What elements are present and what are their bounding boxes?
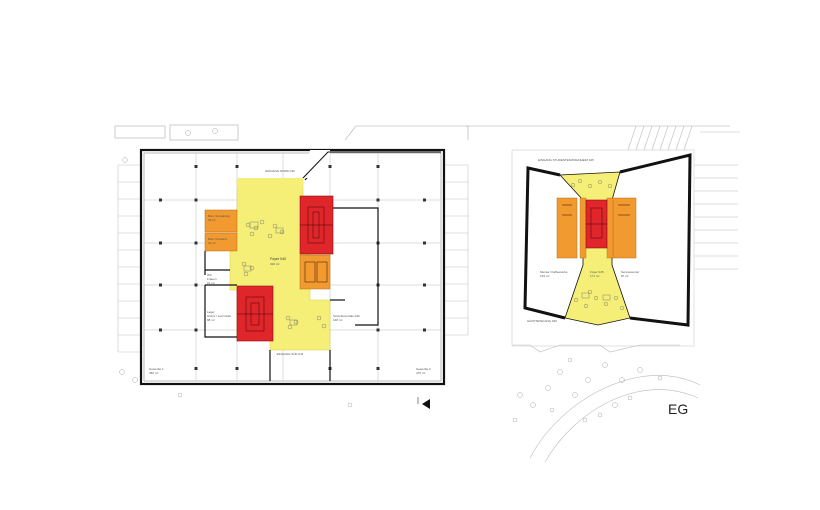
left-office1-area: 39 m²	[208, 218, 216, 222]
right-room-left-name: Mensa / Kaffeestube	[540, 270, 568, 274]
right-room-right	[612, 197, 637, 259]
left-small-room-sub: Frauen	[207, 277, 217, 281]
left-small-room-name: WC	[207, 273, 213, 277]
left-hall1-name: Gewerbe 1	[149, 367, 164, 371]
right-foyer-area: 171 m²	[590, 274, 599, 278]
left-office-1	[204, 209, 238, 233]
left-hall2-name: Gewerbe 2	[416, 367, 431, 371]
left-office2-area: 31 m²	[208, 241, 216, 245]
left-entrance-north-label: EINGANG NORD 040	[265, 169, 295, 173]
right-outer-walls	[523, 153, 692, 327]
left-foyer-name: Foyer 040	[270, 257, 286, 261]
right-furniture	[571, 178, 625, 311]
left-office-2	[204, 232, 238, 252]
left-lower-room-sub: Archiv / Lehrmittel	[207, 314, 231, 318]
right-entrance-top-label: EINGANG STUDENTENWOHNHEIM 045	[538, 158, 594, 162]
right-room-right-area: 87 m²	[621, 274, 629, 278]
left-right-room-area: 148 m²	[333, 318, 342, 322]
left-core-2	[236, 285, 274, 342]
right-floor-plan: EINGANG STUDENTENWOHNHEIM 045 HAUPTEINGA…	[511, 149, 695, 347]
site-trees	[119, 128, 663, 423]
section-marker-icon	[417, 397, 430, 409]
floor-level-label: EG	[668, 401, 688, 417]
right-entrance-bottom-label: HAUPTEINGANG 040	[527, 319, 557, 323]
left-hall1-area: 450 m²	[149, 371, 158, 375]
left-hall2-area: 470 m²	[416, 371, 425, 375]
right-foyer-name: Foyer 045	[590, 270, 604, 274]
left-foyer-area: 326 m²	[270, 262, 279, 266]
right-room-left-area: 193 m²	[540, 274, 549, 278]
left-lower-room-name: Lager	[207, 310, 215, 314]
left-lower-room-area: 88 m²	[207, 318, 215, 322]
left-floor-plan: EINGANG NORD 040 EINGANG SÜD 041 Foyer 0…	[139, 148, 446, 409]
left-small-room-area: 21 m²	[207, 281, 215, 285]
left-entrance-south-label: EINGANG SÜD 041	[277, 352, 304, 356]
right-room-right-name: Servicecenter	[621, 270, 639, 274]
left-right-room-name: Technikzentrale 040	[333, 314, 360, 318]
right-room-left	[556, 197, 578, 259]
left-office1-name: Büro Verwaltung	[208, 214, 230, 218]
left-office2-name: Büro Vorstand	[208, 237, 227, 241]
left-furniture	[241, 219, 327, 330]
